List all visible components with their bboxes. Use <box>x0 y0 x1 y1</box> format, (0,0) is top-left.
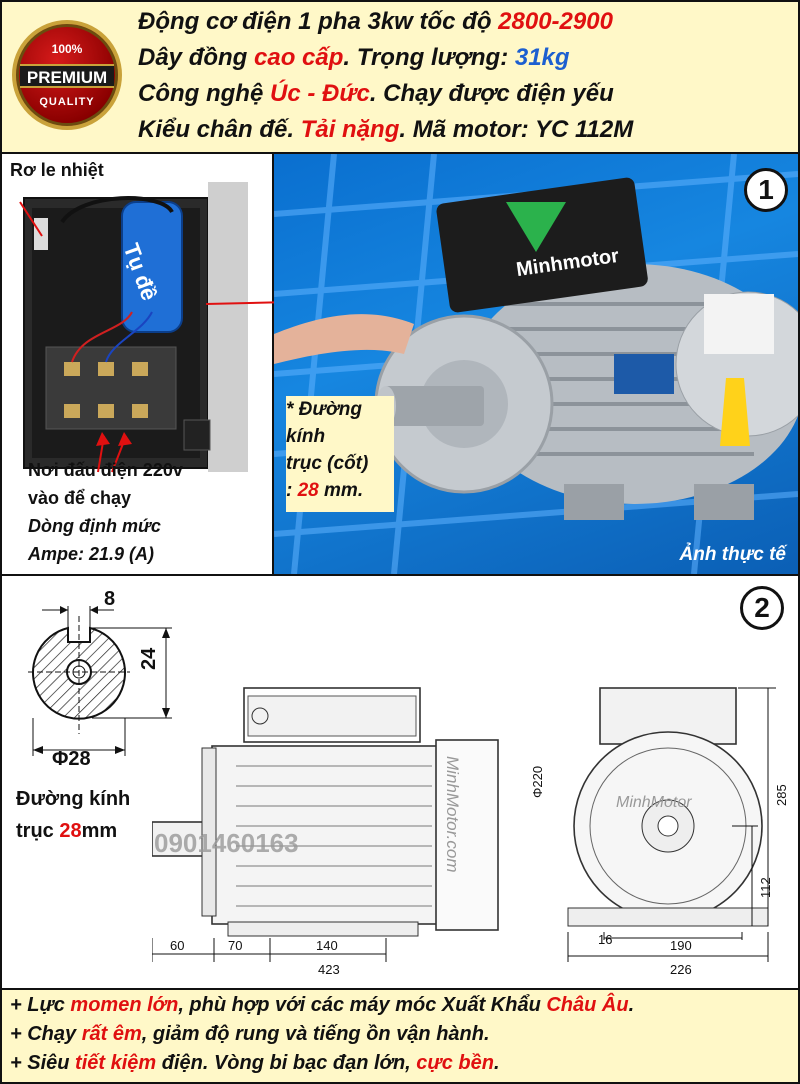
motor-photo <box>274 154 798 574</box>
terminal-box-photo <box>19 182 274 473</box>
terminal-box-panel: Rơ le nhiệt Tụ đề Nơi đấu điện 220v vào … <box>2 154 274 574</box>
header-line-3: Công nghệ Úc - Đức. Chạy được điện yếu <box>138 80 614 107</box>
dim-423: 423 <box>318 962 340 977</box>
terminal-label-1: Nơi đấu điện 220v <box>28 460 183 480</box>
current-label-1: Dòng định mức <box>28 516 161 536</box>
header-line-1: Động cơ điện 1 pha 3kw tốc độ 2800-2900 <box>138 8 613 35</box>
feature-3: + Siêu tiết kiệm điện. Vòng bi bạc đạn l… <box>10 1052 500 1074</box>
motor-side-view <box>152 687 499 962</box>
feature-2: + Chạy rất êm, giảm độ rung và tiếng ồn … <box>10 1023 490 1045</box>
watermark-phone: 0901460163 <box>154 828 299 858</box>
junction-box-icon <box>436 177 648 313</box>
motor-photo-panel: Minhmotor 1 * Đường kính trục (cốt) : 28… <box>274 154 798 574</box>
dim-60: 60 <box>170 938 185 953</box>
dim-285: 285 <box>774 784 789 806</box>
dim-140: 140 <box>316 938 338 953</box>
front-brand-watermark: MinhMotor <box>616 794 692 811</box>
shaft-text-1: Đường kính <box>16 788 131 810</box>
current-label-2: Ampe: 21.9 (A) <box>28 544 155 564</box>
dim-190: 190 <box>670 938 692 953</box>
shaft-note-2: kính <box>286 426 326 447</box>
real-photo-label: Ảnh thực tế <box>679 544 786 565</box>
relay-label: Rơ le nhiệt <box>10 160 104 180</box>
motor-front-view <box>567 687 776 962</box>
premium-quality-badge-icon: 100% PREMIUM QUALITY <box>12 20 122 130</box>
badge-quality: QUALITY <box>39 96 95 108</box>
shaft-note-1: * Đường <box>286 399 362 420</box>
features-list: + Lực momen lớn, phù hợp với các máy móc… <box>2 990 798 1082</box>
key-height-dim: 24 <box>138 647 160 670</box>
feature-1: + Lực momen lớn, phù hợp với các máy móc… <box>10 994 635 1016</box>
dim-112: 112 <box>758 877 773 898</box>
dim-220: Φ220 <box>530 765 545 798</box>
terminal-label-2: vào để chạy <box>28 488 132 508</box>
yellow-plug-icon <box>720 378 750 446</box>
section-number-2: 2 <box>740 586 784 630</box>
key-width-dim: 8 <box>104 588 116 610</box>
shaft-note-3: trục (cốt) <box>286 453 369 474</box>
technical-drawing: 2 8 24 Φ28 Đường kính trục 28mm <box>2 574 798 990</box>
dim-226: 226 <box>670 962 692 977</box>
header-banner: 100% PREMIUM QUALITY Động cơ điện 1 pha … <box>2 2 798 154</box>
shaft-cross-section <box>28 606 172 756</box>
watermark-site: MinhMotor.com <box>443 756 462 873</box>
shaft-diameter-dim: Φ28 <box>52 748 91 770</box>
shaft-note: * Đường kính trục (cốt) : 28 mm. <box>286 396 394 512</box>
shaft-icon <box>384 386 484 426</box>
section-number-1: 1 <box>744 168 788 212</box>
dim-16: 16 <box>598 932 613 947</box>
shaft-text-2: trục 28mm <box>16 820 118 842</box>
badge-premium: PREMIUM <box>20 64 114 88</box>
header-line-4: Kiểu chân đế. Tải nặng. Mã motor: YC 112… <box>138 116 634 143</box>
shaft-note-4: : 28 mm. <box>286 480 364 501</box>
hand-icon <box>274 314 414 364</box>
header-line-2: Dây đồng cao cấp. Trọng lượng: 31kg <box>138 44 570 71</box>
dim-70: 70 <box>228 938 243 953</box>
badge-percent: 100% <box>51 42 83 56</box>
